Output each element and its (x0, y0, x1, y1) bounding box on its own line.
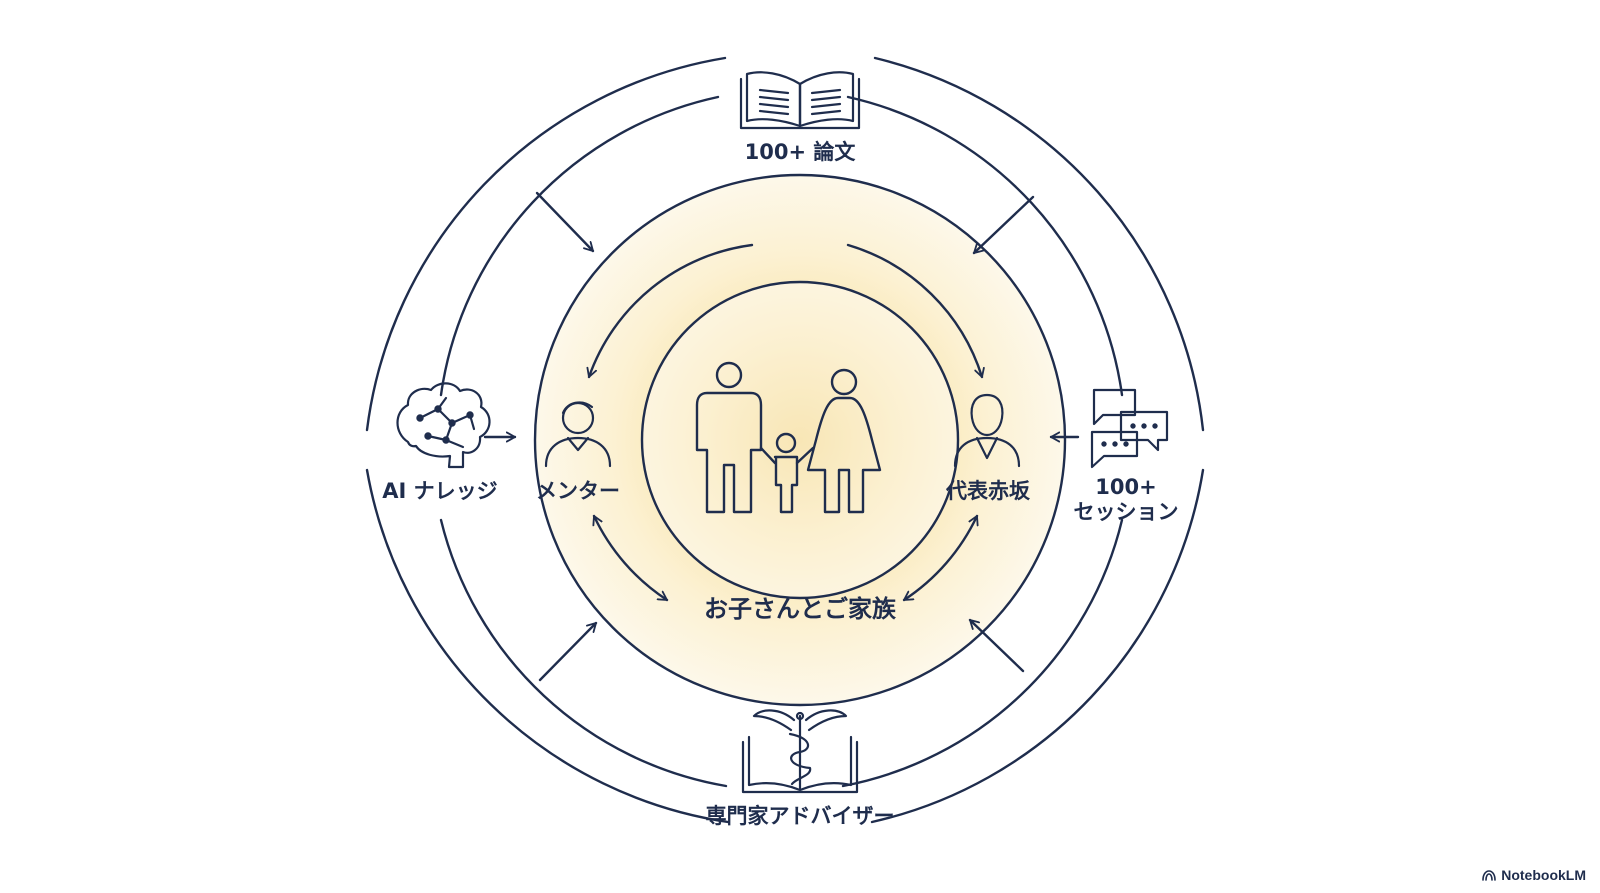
ai-brain-icon (396, 382, 491, 469)
arrow-top-right (972, 195, 1035, 255)
outer-ring (365, 56, 1205, 824)
outer-node-papers-label: 100+ 論文 (744, 140, 856, 164)
center-circle (640, 280, 960, 600)
chat-bubbles-icon (1090, 388, 1169, 469)
center-label: お子さんとご家族 (704, 595, 896, 623)
representative-person-icon (953, 393, 1021, 468)
arrow-bottom-left (538, 621, 598, 682)
outer-node-sessions-label: セッション (1073, 500, 1179, 524)
arrow-upper-left-curve (586, 243, 754, 379)
notebooklm-logo-icon (1482, 870, 1497, 881)
outer-node-advisors-label: 専門家アドバイザー (705, 804, 895, 828)
arrow-representative-to-center (902, 514, 979, 602)
arrow-mentor-to-center (592, 514, 669, 602)
outer-node-ai-label: AI ナレッジ (382, 479, 498, 503)
branding-label: NotebookLM (1501, 867, 1586, 883)
mentor-label: メンター (536, 479, 620, 503)
open-book-icon (739, 71, 861, 130)
arrow-upper-right-curve (846, 243, 985, 379)
mentor-person-icon (544, 401, 612, 468)
representative-label: 代表赤坂 (946, 479, 1030, 503)
medical-book-icon (741, 709, 859, 794)
middle-ring (439, 95, 1124, 788)
branding: NotebookLM (1482, 867, 1586, 883)
arrow-top-left (535, 191, 595, 253)
outer-node-sessions-count: 100+ (1095, 475, 1157, 499)
arrow-bottom-right (968, 618, 1025, 673)
family-icon (695, 361, 882, 514)
